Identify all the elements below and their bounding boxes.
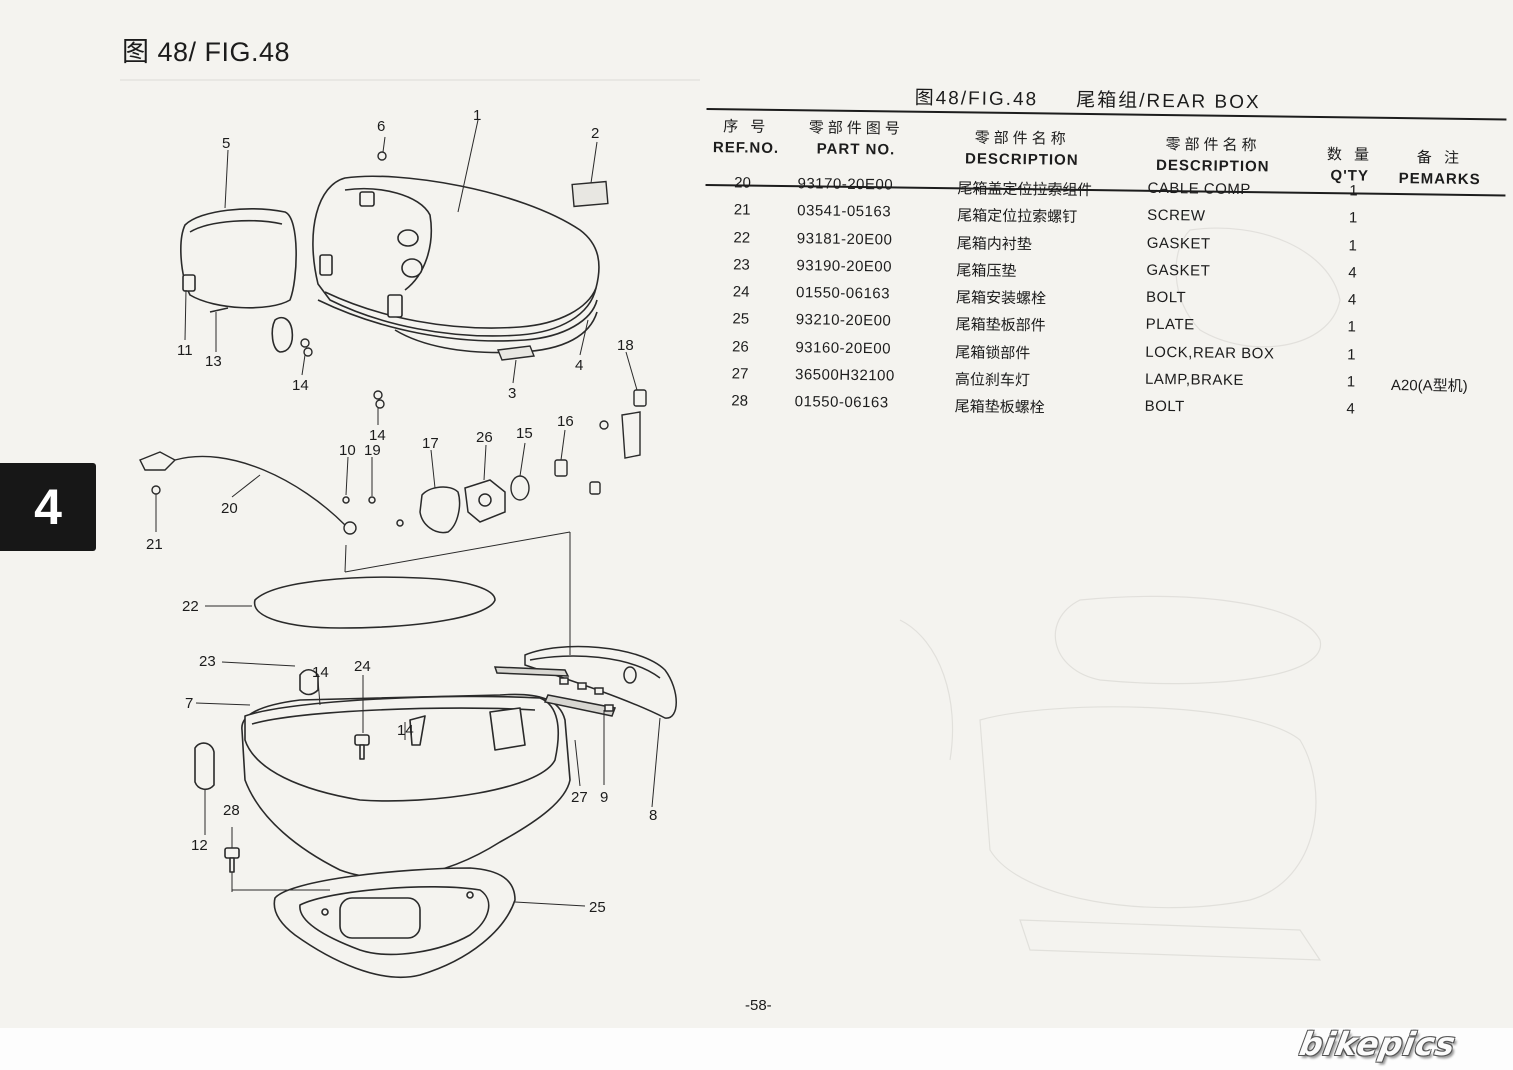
col-header-ref: 序 号 REF.NO. bbox=[712, 118, 780, 157]
base-plate bbox=[273, 867, 516, 979]
callout-14-a: 14 bbox=[292, 377, 309, 394]
callout-14-b: 14 bbox=[369, 427, 386, 444]
callout-numbers: 1 2 3 4 5 6 7 8 9 10 11 12 13 14 14 14 1… bbox=[146, 107, 657, 916]
brake-lamp bbox=[493, 645, 677, 719]
callout-8: 8 bbox=[649, 807, 657, 824]
callout-2: 2 bbox=[591, 125, 599, 142]
callout-3: 3 bbox=[508, 385, 516, 402]
section-tab: 4 bbox=[0, 463, 96, 551]
callout-21: 21 bbox=[146, 536, 163, 553]
callout-9: 9 bbox=[600, 789, 608, 806]
parts-table: 图48/FIG.48 尾箱组/REAR BOX 序 号 REF.NO. 零部件图号… bbox=[702, 72, 1513, 463]
callout-1: 1 bbox=[473, 107, 481, 124]
table-figure-ref: 图48/FIG.48 bbox=[914, 87, 1039, 111]
bleed-through-ghost bbox=[120, 79, 1341, 961]
callout-14-d: 14 bbox=[397, 722, 414, 739]
callout-18: 18 bbox=[617, 337, 634, 354]
top-lid-cover bbox=[312, 175, 600, 354]
leader-lines bbox=[155, 119, 661, 907]
callout-5: 5 bbox=[222, 135, 230, 152]
callout-16: 16 bbox=[557, 413, 574, 430]
callout-22: 22 bbox=[182, 598, 199, 615]
backrest-pad bbox=[180, 208, 297, 353]
callout-13: 13 bbox=[205, 353, 222, 370]
cable-assembly bbox=[139, 451, 357, 535]
col-header-qty: 数 量 Q'TY bbox=[1326, 146, 1374, 185]
figure-title: 图 48/ FIG.48 bbox=[122, 37, 291, 67]
callout-17: 17 bbox=[422, 435, 439, 452]
watermark-logo: bikepics bbox=[1296, 1025, 1459, 1063]
callout-24: 24 bbox=[354, 658, 371, 675]
labels-and-small-parts bbox=[300, 151, 647, 501]
section-number: 4 bbox=[34, 479, 62, 535]
col-header-description-en: 零部件名称 DESCRIPTION bbox=[1155, 136, 1270, 176]
callout-20: 20 bbox=[221, 500, 238, 517]
inner-gasket-pad bbox=[253, 576, 496, 629]
callout-15: 15 bbox=[516, 425, 533, 442]
callout-10: 10 bbox=[339, 442, 356, 459]
callout-6: 6 bbox=[377, 118, 385, 135]
callout-14-c: 14 bbox=[312, 664, 329, 681]
callout-4: 4 bbox=[575, 357, 583, 374]
bottom-margin bbox=[0, 1028, 1513, 1070]
col-header-description-cn: 零部件名称 DESCRIPTION bbox=[965, 129, 1079, 169]
callout-27: 27 bbox=[571, 789, 588, 806]
table-subtitle: 尾箱组/REAR BOX bbox=[1076, 89, 1261, 114]
callout-12: 12 bbox=[191, 837, 208, 854]
page-number: -58- bbox=[745, 997, 772, 1014]
col-header-part-no: 零部件图号 PART NO. bbox=[808, 119, 904, 159]
callout-19: 19 bbox=[364, 442, 381, 459]
box-body bbox=[194, 668, 571, 879]
table-heading: 图48/FIG.48 尾箱组/REAR BOX bbox=[915, 83, 1261, 115]
callout-26: 26 bbox=[476, 429, 493, 446]
lock-assembly bbox=[342, 479, 506, 534]
table-rows: 20 93170-20E00 尾箱盖定位拉索组件 CABLE COMP 1 21… bbox=[702, 174, 1505, 430]
callout-7: 7 bbox=[185, 695, 193, 712]
callout-11: 11 bbox=[177, 342, 193, 359]
callout-25: 25 bbox=[589, 899, 606, 916]
callout-28: 28 bbox=[223, 802, 240, 819]
callout-23: 23 bbox=[199, 653, 216, 670]
